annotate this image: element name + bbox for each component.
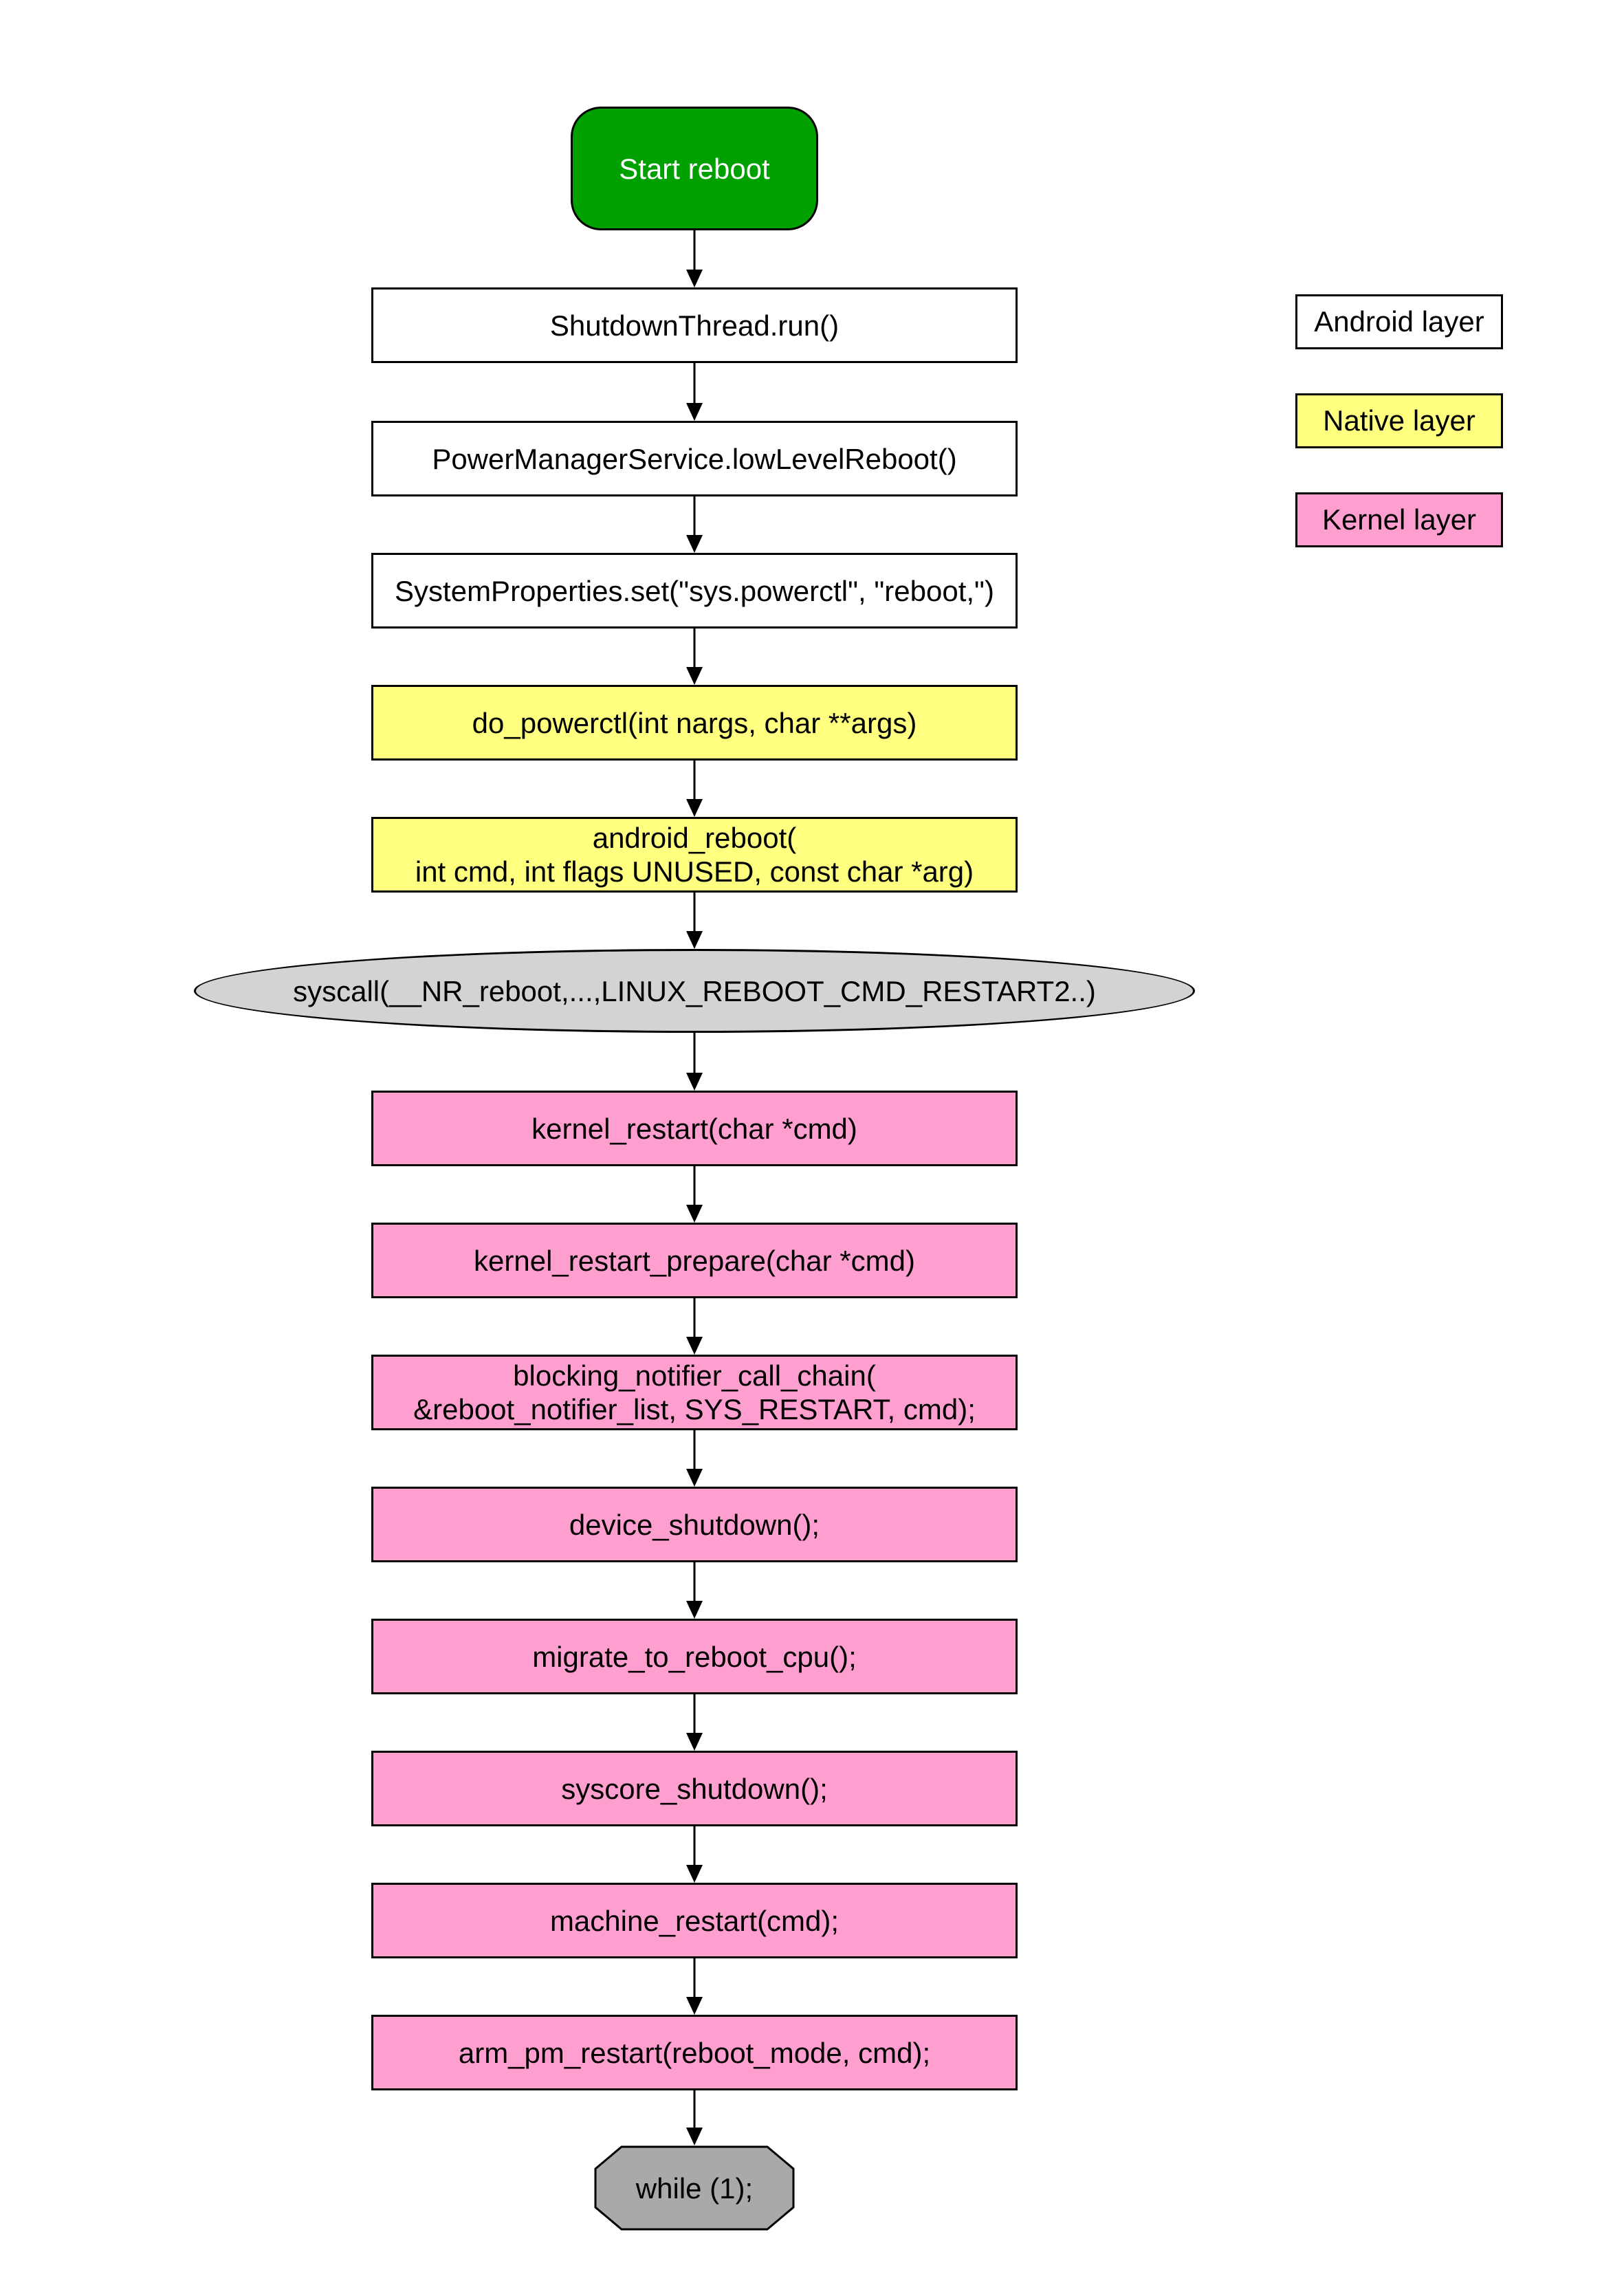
arrowhead-5 (686, 799, 703, 817)
blocking-notifier-call-chain-node: blocking_notifier_call_chain( &reboot_no… (371, 1355, 1018, 1430)
syscall-reboot-node: syscall(__NR_reboot,...,LINUX_REBOOT_CMD… (194, 949, 1195, 1033)
arrowhead-10 (686, 1469, 703, 1487)
arrowhead-11 (686, 1601, 703, 1619)
legend-label: Kernel layer (1321, 503, 1477, 536)
arrowhead-13 (686, 1865, 703, 1883)
node-label: PowerManagerService.lowLevelReboot() (432, 442, 957, 475)
arrowhead-15 (686, 2128, 703, 2145)
android-reboot-node: android_reboot( int cmd, int flags UNUSE… (371, 817, 1018, 893)
node-label: SystemProperties.set("sys.powerctl", "re… (395, 574, 994, 607)
arrowhead-14 (686, 1997, 703, 2015)
legend-label: Android layer (1314, 305, 1484, 338)
node-label-line-2: int cmd, int flags UNUSED, const char *a… (415, 855, 974, 888)
syscore-shutdown-node: syscore_shutdown(); (371, 1751, 1018, 1826)
node-label: machine_restart(cmd); (549, 1904, 840, 1937)
legend-android-layer: Android layer (1295, 294, 1503, 349)
while-loop-end-node: while (1); (594, 2145, 795, 2231)
migrate-to-reboot-cpu-node: migrate_to_reboot_cpu(); (371, 1619, 1018, 1694)
arrowhead-6 (686, 931, 703, 949)
node-label: migrate_to_reboot_cpu(); (532, 1640, 857, 1673)
node-label-line-1: blocking_notifier_call_chain( (513, 1359, 876, 1392)
node-label: syscore_shutdown(); (561, 1772, 828, 1805)
node-label: while (1); (635, 2172, 754, 2205)
node-label: do_powerctl(int nargs, char **args) (472, 706, 917, 739)
arrowhead-8 (686, 1205, 703, 1223)
node-label: kernel_restart_prepare(char *cmd) (474, 1244, 915, 1277)
legend-native-layer: Native layer (1295, 393, 1503, 448)
legend-kernel-layer: Kernel layer (1295, 492, 1503, 547)
system-properties-set-node: SystemProperties.set("sys.powerctl", "re… (371, 553, 1018, 628)
arrowhead-4 (686, 667, 703, 685)
node-label: kernel_restart(char *cmd) (531, 1112, 857, 1145)
device-shutdown-node: device_shutdown(); (371, 1487, 1018, 1562)
node-label: device_shutdown(); (569, 1508, 820, 1541)
legend-label: Native layer (1323, 404, 1475, 437)
machine-restart-node: machine_restart(cmd); (371, 1883, 1018, 1958)
arrowhead-9 (686, 1337, 703, 1355)
arm-pm-restart-node: arm_pm_restart(reboot_mode, cmd); (371, 2015, 1018, 2090)
start-reboot-node: Start reboot (571, 107, 818, 230)
arrowhead-3 (686, 535, 703, 553)
arrowhead-1 (686, 270, 703, 287)
do-powerctl-node: do_powerctl(int nargs, char **args) (371, 685, 1018, 761)
arrowhead-12 (686, 1733, 703, 1751)
shutdown-thread-run-node: ShutdownThread.run() (371, 287, 1018, 363)
node-label: arm_pm_restart(reboot_mode, cmd); (458, 2036, 931, 2069)
low-level-reboot-node: PowerManagerService.lowLevelReboot() (371, 421, 1018, 496)
node-label: Start reboot (619, 152, 770, 185)
arrowhead-7 (686, 1073, 703, 1091)
octagon-shape (594, 2145, 795, 2231)
node-label: syscall(__NR_reboot,...,LINUX_REBOOT_CMD… (293, 974, 1096, 1007)
node-label: ShutdownThread.run() (549, 309, 840, 342)
node-label-line-2: &reboot_notifier_list, SYS_RESTART, cmd)… (413, 1393, 976, 1425)
node-label-line-1: android_reboot( (592, 822, 797, 854)
kernel-restart-prepare-node: kernel_restart_prepare(char *cmd) (371, 1223, 1018, 1298)
kernel-restart-node: kernel_restart(char *cmd) (371, 1091, 1018, 1166)
arrowhead-2 (686, 403, 703, 421)
